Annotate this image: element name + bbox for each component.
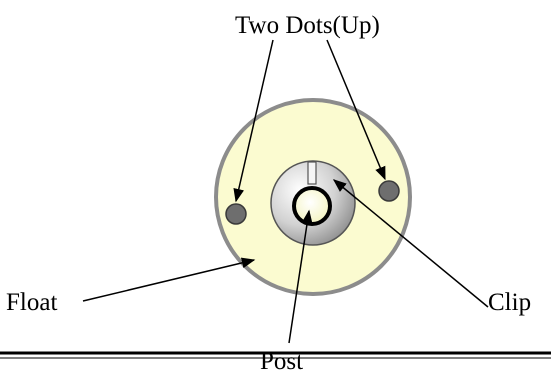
two-dots-right-leader xyxy=(326,39,386,181)
post-ring xyxy=(292,186,332,226)
left-dot xyxy=(225,203,247,225)
post-leader xyxy=(288,209,313,344)
clip-slot xyxy=(307,161,317,185)
right-dot xyxy=(378,180,400,202)
clip-leader xyxy=(332,179,489,308)
two-dots-label: Two Dots(Up) xyxy=(235,12,380,39)
clip-label: Clip xyxy=(488,289,531,316)
two-dots-left-leader xyxy=(233,39,274,203)
float-leader xyxy=(82,257,256,302)
float-label: Float xyxy=(6,289,57,316)
